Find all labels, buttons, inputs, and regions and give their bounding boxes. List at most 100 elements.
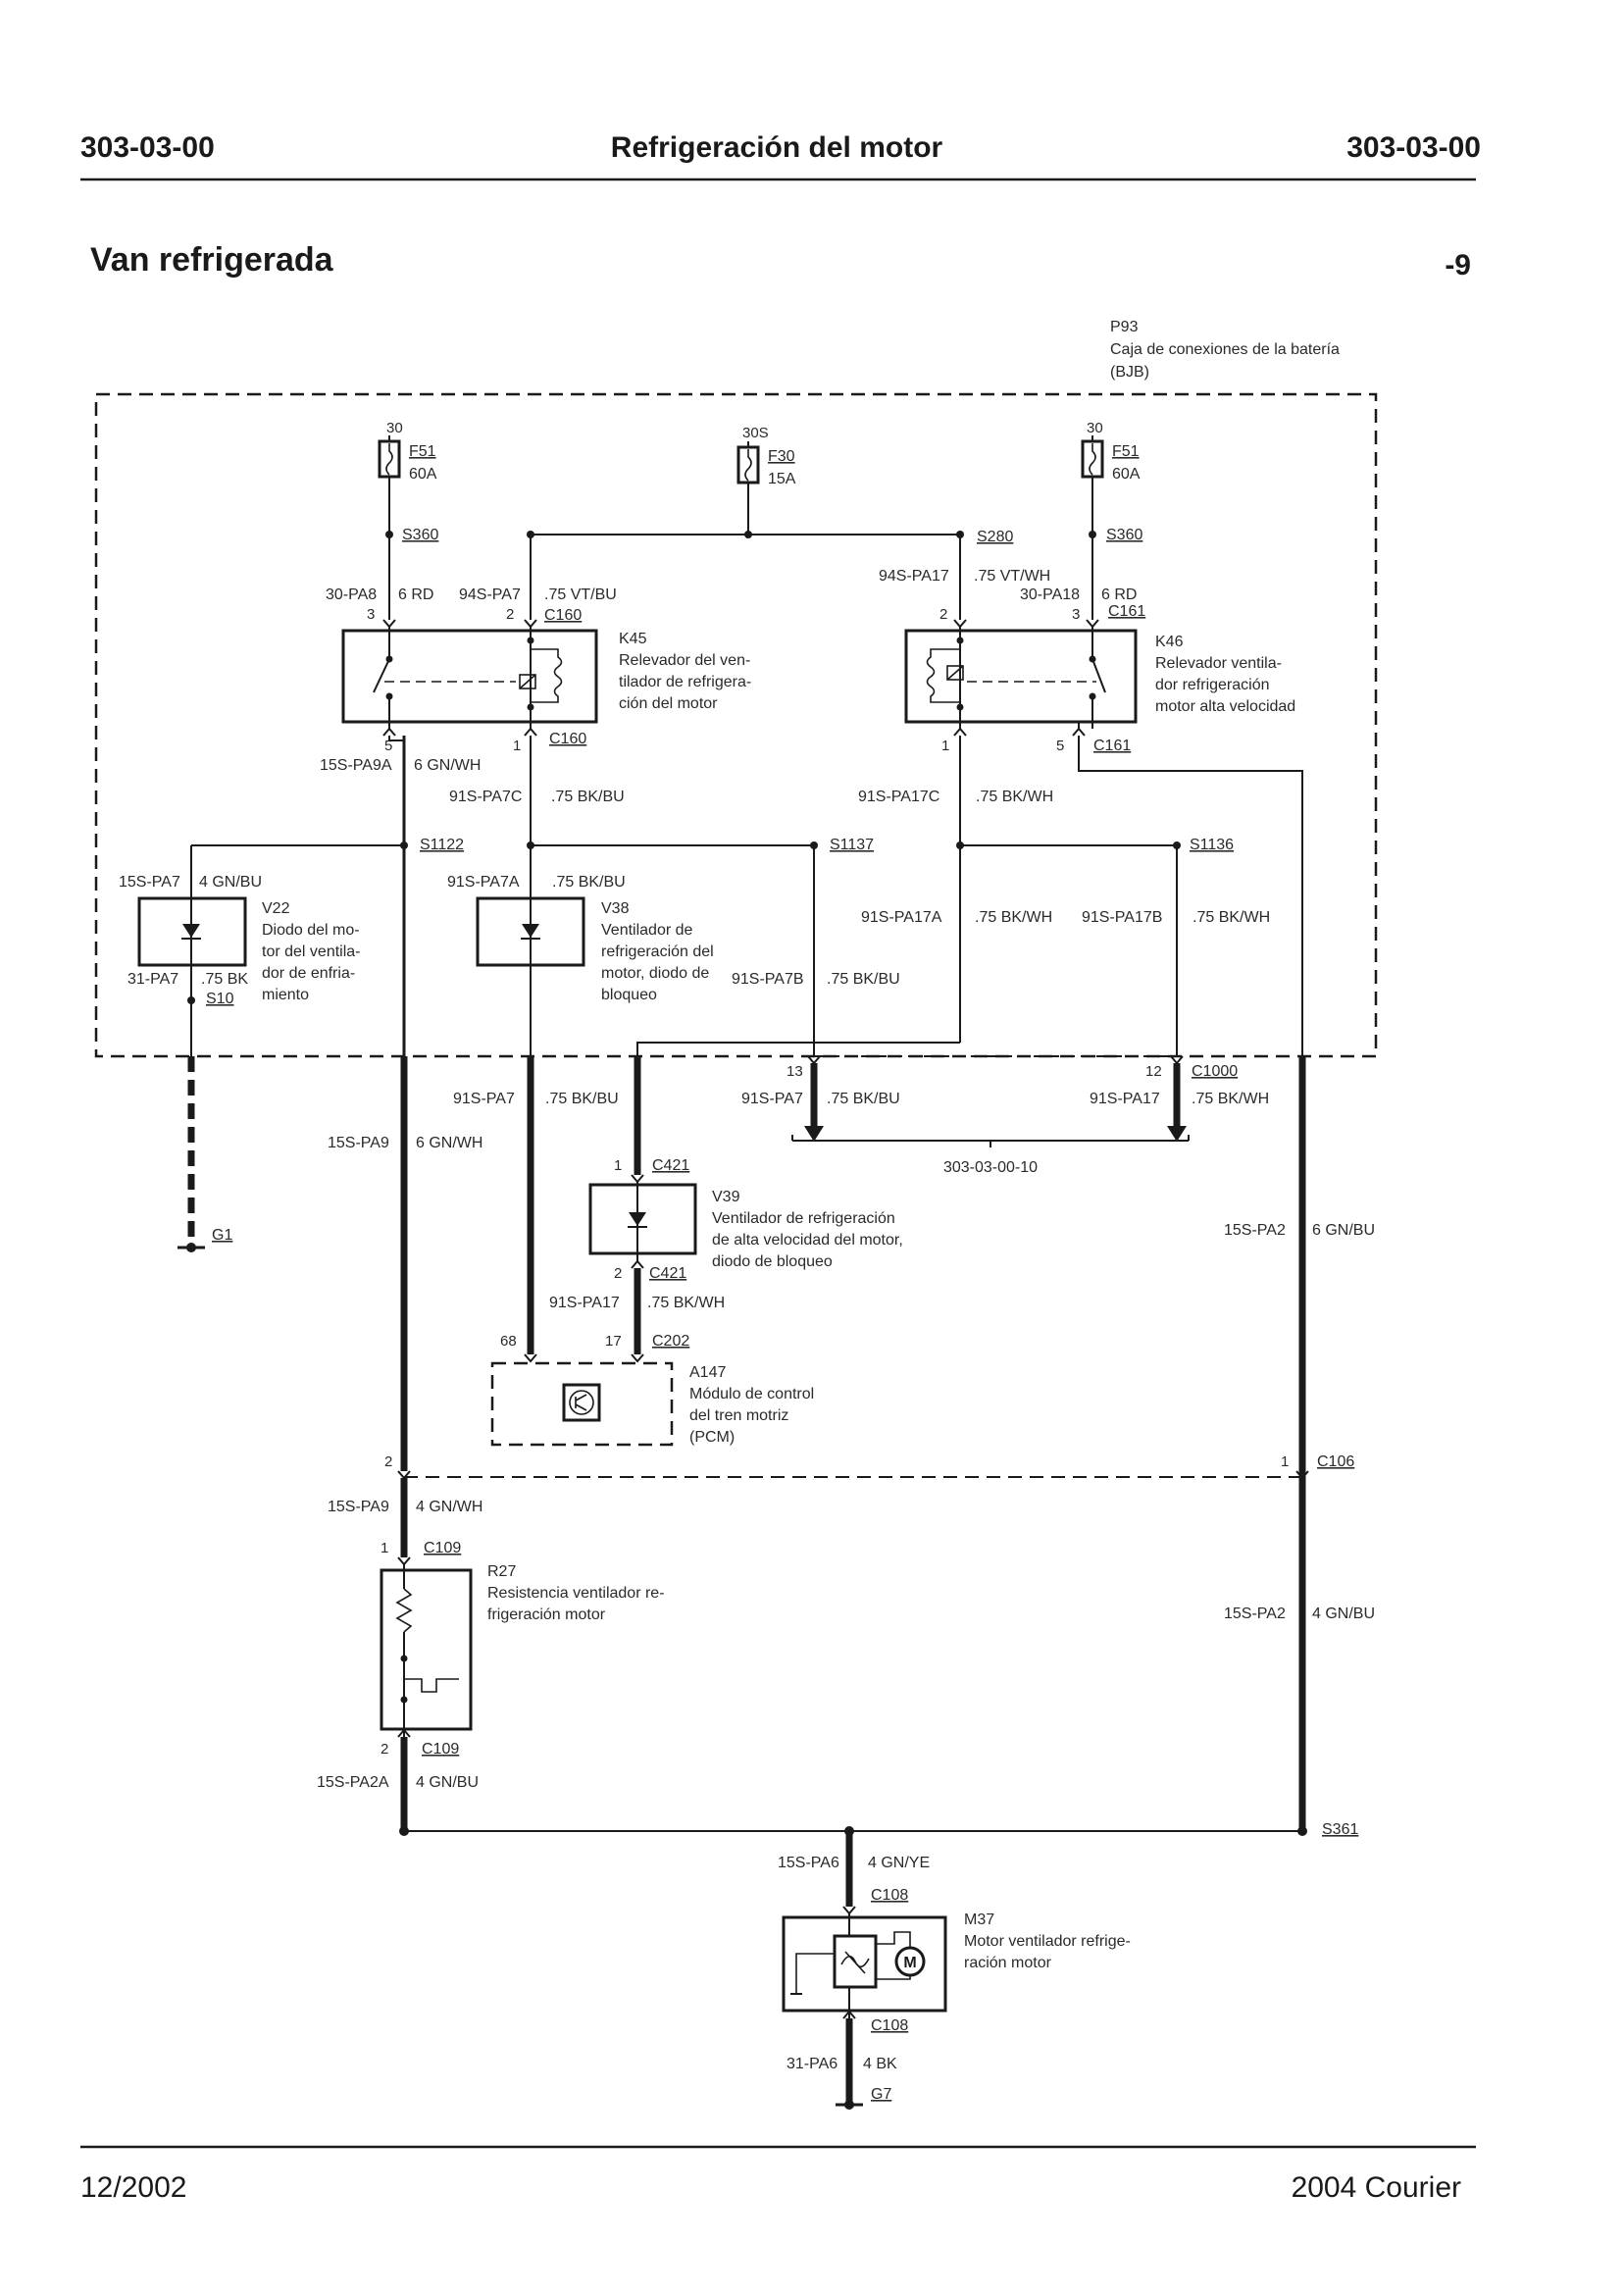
splice-s360-right: S360 [1106, 527, 1142, 543]
k46-desc-line1: Relevador ventila- [1155, 655, 1282, 672]
splice-s1122: S1122 [420, 837, 464, 853]
v39-desc-line3: diodo de bloqueo [712, 1253, 833, 1270]
fuse-f51-left-rating: 60A [409, 466, 437, 483]
wire-15s-pa2: 15S-PA2 [1224, 1222, 1286, 1239]
k46-desc-line3: motor alta velocidad [1155, 698, 1295, 715]
k45-desc-line2: tilador de refrigera- [619, 674, 751, 690]
v39-connector-bottom: C421 [649, 1265, 686, 1282]
footer-model: 2004 Courier [1292, 2171, 1461, 2204]
k45-pin-out-a: 5 [384, 738, 392, 754]
v39-diode-icon [629, 1212, 646, 1226]
a147-module-box [490, 1361, 674, 1447]
footer-date: 12/2002 [80, 2171, 186, 2204]
fuse-f51-right: 30 F51 60A [1081, 420, 1141, 483]
fuse-f51-left-terminal: 30 [386, 420, 403, 436]
a147-desc-line3: (PCM) [689, 1429, 735, 1446]
r27-desc-line2: frigeración motor [487, 1606, 606, 1623]
v38-wire-top-color: .75 BK/BU [552, 874, 626, 891]
page-number: -9 [1445, 249, 1471, 281]
v38-desc-line1: Ventilador de [601, 922, 693, 939]
v39-desc-line2: de alta velocidad del motor, [712, 1232, 903, 1249]
r27-wire-bottom: 15S-PA2A [317, 1774, 389, 1791]
k45-wire-in-a-color: 6 RD [398, 586, 433, 603]
bjb-desc-line1: Caja de conexiones de la batería [1110, 341, 1340, 358]
diode-v22: 15S-PA7 4 GN/BU V22 Diodo del mo- tor de… [119, 874, 361, 1007]
v22-desc-line2: tor del ventila- [262, 943, 361, 960]
v38-wire-bottom-color: .75 BK/BU [545, 1091, 619, 1107]
m37-wire-top: 15S-PA6 [778, 1855, 839, 1871]
k45-wire-out-b: 91S-PA7C [449, 789, 522, 805]
connector-c1000: 13 12 C1000 91S-PA7 .75 BK/BU 91S-PA17 .… [741, 1055, 1269, 1176]
r27-desc-line1: Resistencia ventilador re- [487, 1585, 665, 1602]
splice-s280: S280 [977, 529, 1013, 545]
v38-desc-line4: bloqueo [601, 987, 657, 1003]
k45-wire-in-b-color: .75 VT/BU [544, 586, 617, 603]
ground-g1-icon [186, 1243, 196, 1252]
k45-wire-in-b: 94S-PA7 [459, 586, 521, 603]
v38-id: V38 [601, 900, 630, 917]
k46-connector-top: C161 [1108, 603, 1145, 620]
k46-wire-in-a: 94S-PA17 [879, 568, 949, 585]
m37-desc-line2: ración motor [964, 1955, 1052, 1971]
wire-15s-pa9: 15S-PA9 [328, 1135, 389, 1151]
k45-relay-box [341, 629, 598, 724]
r27-pin-top: 1 [381, 1540, 388, 1556]
k45-desc-line3: ción del motor [619, 695, 718, 712]
diode-v39: 1 C421 2 C421 V39 Ventilador de refriger… [549, 1157, 903, 1311]
wire-91s-pa7b-color: .75 BK/BU [827, 971, 900, 988]
fuse-f51-right-terminal: 30 [1087, 420, 1103, 436]
c106-pin-b: 1 [1281, 1453, 1289, 1470]
k46-pin-out-a: 1 [941, 738, 949, 754]
splice-s1137: S1137 [830, 837, 874, 853]
c106-pin-a: 2 [384, 1453, 392, 1470]
splice-s361: S361 [1322, 1821, 1358, 1838]
c1000-reference: 303-03-00-10 [943, 1159, 1038, 1176]
m37-fan-icon [833, 1934, 878, 1989]
fuse-f51-right-id: F51 [1112, 443, 1140, 460]
fuse-f51-left: 30 F51 60A [378, 420, 437, 483]
fuse-f51-left-id: F51 [409, 443, 436, 460]
a147-desc-line2: del tren motriz [689, 1407, 788, 1424]
v39-wire-bottom: 91S-PA17 [549, 1295, 620, 1311]
wire-15s-pa2-lower: 15S-PA2 [1224, 1606, 1286, 1622]
v39-pin-top: 1 [614, 1157, 622, 1174]
diode-v38: 91S-PA7A .75 BK/BU V38 Ventilador de ref… [447, 874, 714, 1003]
fuse-f30-terminal: 30S [742, 425, 769, 441]
v39-desc-line1: Ventilador de refrigeración [712, 1210, 895, 1227]
k45-connector-top: C160 [544, 607, 582, 624]
k46-pin-out-b: 5 [1056, 738, 1064, 754]
a147-pin-a: 68 [500, 1333, 517, 1350]
motor-m37: 15S-PA6 4 GN/YE C108 M C108 M37 Motor ve… [778, 1855, 1131, 2072]
c1000-id: C1000 [1192, 1063, 1238, 1080]
k46-wire-out-a-color: .75 BK/WH [976, 789, 1053, 805]
resistor-r27: 15S-PA9 4 GN/WH 1 C109 2 C109 R27 Resist… [317, 1499, 665, 1791]
connector-c106: 2 1 C106 [384, 1453, 1354, 1480]
header-title: Refrigeración del motor [611, 131, 943, 164]
r27-resistor-box [380, 1568, 473, 1731]
fuse-f30: 30S F30 15A [736, 425, 796, 487]
module-a147-pcm: 68 17 C202 A147 Módulo de control del tr… [490, 1333, 814, 1447]
a147-connector: C202 [652, 1333, 689, 1350]
r27-resistor-icon [395, 1588, 413, 1633]
k45-wire-out-a-color: 6 GN/WH [414, 757, 481, 774]
k46-wire-in-b-color: 6 RD [1101, 586, 1137, 603]
k45-wire-out-b-color: .75 BK/BU [551, 789, 625, 805]
c1000-wire-a: 91S-PA7 [741, 1091, 803, 1107]
splice-s360-left: S360 [402, 527, 438, 543]
v38-desc-line3: motor, diodo de [601, 965, 709, 982]
bjb-desc-line2: (BJB) [1110, 364, 1149, 381]
m37-connector-bottom: C108 [871, 2017, 908, 2034]
k46-coil-icon [946, 665, 964, 681]
v22-wire-top: 15S-PA7 [119, 874, 180, 891]
k45-pin-out-b: 1 [513, 738, 521, 754]
section-title: Van refrigerada [90, 241, 334, 279]
r27-connector-bottom: C109 [422, 1741, 459, 1758]
wire-91s-pa7b: 91S-PA7B [732, 971, 804, 988]
k45-wire-in-a: 30-PA8 [326, 586, 377, 603]
k46-wire-in-b: 30-PA18 [1020, 586, 1080, 603]
m37-wire-top-color: 4 GN/YE [868, 1855, 930, 1871]
v22-diode-icon [182, 924, 200, 938]
m37-connector-top: C108 [871, 1887, 908, 1904]
fuse-f51-right-rating: 60A [1112, 466, 1141, 483]
a147-transistor-icon [562, 1383, 601, 1422]
